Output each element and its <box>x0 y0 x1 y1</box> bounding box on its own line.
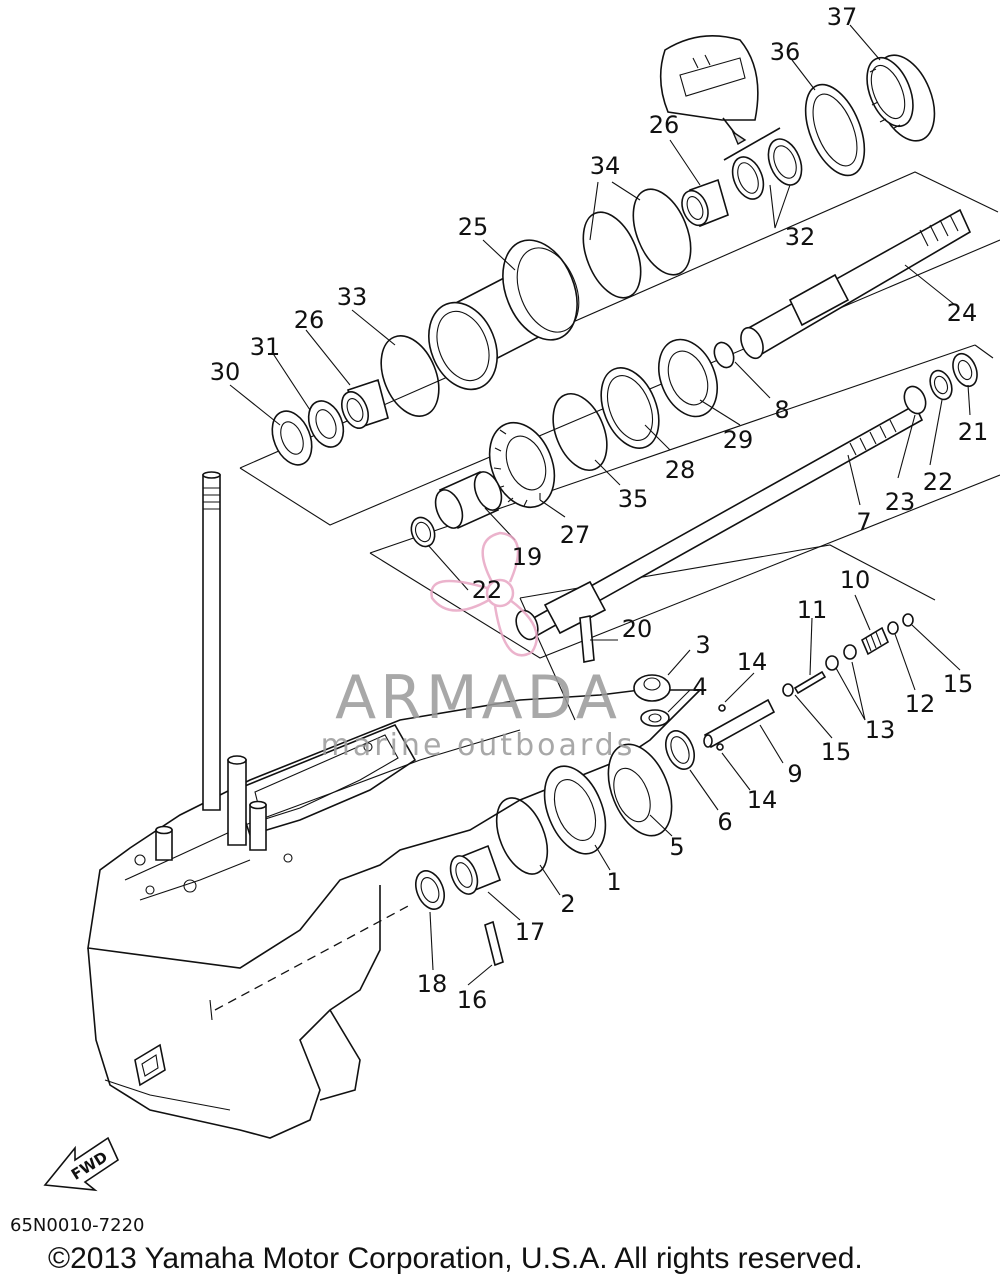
label-24: 24 <box>947 299 978 327</box>
label-20: 20 <box>622 615 653 643</box>
label-4: 4 <box>692 673 707 701</box>
part-31-washer <box>307 400 345 448</box>
label-36: 36 <box>770 38 801 66</box>
part-26-needle-bearing-upper <box>681 178 729 228</box>
part-26-needle-bearing-lower <box>340 378 389 430</box>
inset-callout <box>659 34 781 161</box>
label-26-lower: 26 <box>294 306 325 334</box>
label-21: 21 <box>958 418 989 446</box>
label-28: 28 <box>665 456 696 484</box>
part-13-balls <box>825 644 857 671</box>
part-36-plate <box>804 83 866 177</box>
part-19-clutch <box>434 470 503 530</box>
part-27-gear <box>488 421 556 509</box>
label-15-right: 15 <box>943 670 974 698</box>
part-35-o-ring <box>552 393 608 471</box>
label-25: 25 <box>458 213 489 241</box>
label-33: 33 <box>337 283 368 311</box>
label-18: 18 <box>417 970 448 998</box>
part-16-pin <box>484 920 504 967</box>
part-17-needle-bearing <box>449 844 502 895</box>
part-1-bearing <box>543 765 607 855</box>
part-32-shims <box>731 138 803 200</box>
label-17: 17 <box>515 918 546 946</box>
label-35: 35 <box>618 485 649 513</box>
label-11: 11 <box>797 596 828 624</box>
part-4-nut <box>640 709 670 727</box>
label-8: 8 <box>774 396 789 424</box>
part-11-pin <box>793 670 827 695</box>
label-16: 16 <box>457 986 488 1014</box>
label-9: 9 <box>787 760 802 788</box>
part-29-ball-bearing <box>658 338 718 418</box>
fwd-arrow-icon: FWD <box>43 1136 120 1192</box>
part-3-pinion <box>633 674 671 702</box>
part-25-housing <box>428 239 580 391</box>
upper-assembly-box <box>239 171 1000 526</box>
part-14-balls <box>716 704 726 751</box>
label-37: 37 <box>827 3 858 31</box>
part-9-shift-plunger <box>703 698 776 749</box>
label-22-left: 22 <box>472 576 503 604</box>
label-1: 1 <box>606 868 621 896</box>
part-28-shim <box>600 367 660 449</box>
part-8-washer <box>713 341 735 369</box>
part-2-shim <box>495 797 549 875</box>
part-15-balls <box>782 613 914 697</box>
label-13: 13 <box>865 716 896 744</box>
label-30: 30 <box>210 358 241 386</box>
label-12: 12 <box>905 690 936 718</box>
label-29: 29 <box>723 426 754 454</box>
label-2: 2 <box>560 890 575 918</box>
label-15-left: 15 <box>821 738 852 766</box>
lower-case-housing <box>87 471 702 1139</box>
part-12-ball <box>887 621 899 635</box>
part-30-oil-seal <box>271 410 313 466</box>
label-32: 32 <box>785 223 816 251</box>
label-22-right: 22 <box>923 468 954 496</box>
label-26-upper: 26 <box>649 111 680 139</box>
diagram-code: 65N0010-7220 <box>10 1215 144 1236</box>
part-22-retainer-left <box>410 516 436 548</box>
part-5-forward-gear <box>607 743 673 837</box>
part-34-o-rings <box>582 188 692 299</box>
label-19: 19 <box>512 543 543 571</box>
part-21-22-23-washers <box>903 352 978 415</box>
label-23: 23 <box>885 488 916 516</box>
part-6-washer <box>665 730 695 770</box>
copyright-text: ©2013 Yamaha Motor Corporation, U.S.A. A… <box>48 1242 863 1275</box>
part-10-spring <box>860 626 890 656</box>
label-7: 7 <box>856 508 871 536</box>
part-20-pin <box>579 615 595 663</box>
part-7-prop-shaft <box>515 403 924 641</box>
part-18-spring <box>415 870 445 910</box>
watermark-tagline: marine outboards <box>321 728 636 763</box>
label-31: 31 <box>250 333 281 361</box>
watermark-brand: ARMADA <box>335 663 621 733</box>
part-labels: 37 36 26 34 25 32 33 26 31 30 24 8 29 28… <box>210 3 989 1014</box>
label-14-lower: 14 <box>747 786 778 814</box>
label-6: 6 <box>717 808 732 836</box>
label-34: 34 <box>590 152 621 180</box>
leader-lines <box>229 24 971 986</box>
watermark-logo: ARMADA marine outboards <box>321 531 636 763</box>
label-27: 27 <box>560 521 591 549</box>
label-10: 10 <box>840 566 871 594</box>
label-5: 5 <box>669 833 684 861</box>
part-24-shaft <box>740 208 972 360</box>
part-37-bearing <box>866 54 936 142</box>
label-3: 3 <box>695 631 710 659</box>
label-14-upper: 14 <box>737 648 768 676</box>
propeller-icon <box>430 531 538 657</box>
part-33-o-ring <box>380 335 440 417</box>
